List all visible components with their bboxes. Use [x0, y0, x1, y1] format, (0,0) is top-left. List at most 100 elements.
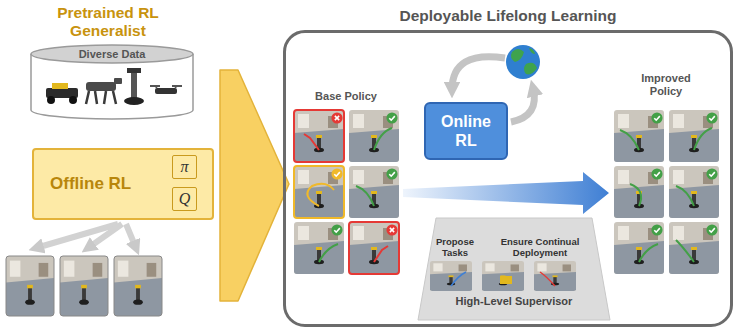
robot-photo [614, 166, 664, 218]
band-shape [418, 218, 610, 320]
loop-arrow [511, 88, 534, 122]
band-title: High-Level Supervisor [418, 295, 610, 308]
band-row: Propose Tasks Ensure Continual Deployment [418, 236, 610, 258]
robot-photo [614, 222, 664, 274]
quadruped-legs [86, 91, 116, 104]
robot-photo [534, 261, 576, 291]
success-mark [386, 112, 397, 123]
trajectory [676, 240, 694, 262]
transfer-arrow [220, 70, 289, 301]
label-holder: Base Policy [306, 90, 386, 103]
robot-photo [349, 222, 399, 274]
group-label: Base Policy [306, 90, 386, 103]
cylinder-top [31, 45, 193, 63]
supervisor-fill [418, 218, 610, 320]
robot-icons [46, 68, 182, 105]
partial-frame [294, 166, 344, 218]
q-function-box: Q [172, 187, 197, 211]
robot-photo [482, 261, 524, 291]
success-mark [706, 112, 717, 123]
column-heading: Propose Tasks [430, 236, 480, 258]
policy-box: π [172, 155, 197, 179]
trajectory [307, 184, 334, 206]
deploy-arrow [88, 224, 122, 248]
success-mark [651, 224, 662, 235]
loop-arrow [452, 57, 505, 90]
offline-rl-box: Offline RL πQ [32, 148, 214, 220]
globe [506, 45, 540, 79]
success-mark [331, 224, 342, 235]
robot-photo [349, 166, 399, 218]
trajectory [374, 246, 388, 262]
label-holder: Improved Policy [635, 72, 697, 98]
robot-photo [669, 166, 719, 218]
trajectory [304, 134, 319, 150]
robot-photo [430, 261, 472, 291]
wheel [47, 96, 55, 104]
robot-photo [669, 222, 719, 274]
deploy-arrows [36, 224, 136, 248]
improvement-arrow [403, 172, 609, 214]
robot-photo [614, 110, 664, 162]
trajectory [356, 186, 374, 206]
robot-photo [60, 256, 108, 316]
photo-frame [60, 256, 108, 316]
globe-land [511, 48, 537, 74]
trajectory [374, 128, 392, 150]
robot-photo [294, 166, 344, 218]
group-label: Improved Policy [635, 72, 697, 98]
success-mark [651, 168, 662, 179]
box-label: Offline RL [50, 174, 131, 194]
store-label: Diverse Data [79, 48, 146, 61]
data-store: Diverse Data [30, 44, 194, 120]
task-path [451, 272, 466, 286]
deploy-arrow [126, 224, 136, 248]
online-rl-box: Online RL [424, 102, 508, 160]
robot-photo [669, 110, 719, 162]
mobile-robot-head [127, 68, 141, 73]
quadruped-body [86, 82, 116, 91]
robot-photo [294, 222, 344, 274]
photo-frame [114, 256, 162, 316]
photo-gap [418, 258, 610, 295]
robot-photo [6, 256, 54, 316]
quadruped-head [114, 78, 122, 84]
supervisor-band: Propose Tasks Ensure Continual Deployment… [418, 218, 610, 320]
drone-arms [155, 86, 177, 88]
wheel [69, 96, 77, 104]
trajectory [694, 128, 712, 150]
box-label: Online RL [430, 112, 502, 150]
drone-rotors [150, 85, 182, 87]
panel-title: Deployable Lifelong Learning [286, 6, 730, 25]
trajectory [620, 130, 639, 150]
wheeled-robot-top [52, 83, 68, 89]
robot-photo [114, 256, 162, 316]
failure-mark [331, 112, 342, 123]
mobile-robot-mast [131, 70, 137, 98]
symbol-label: Q [179, 190, 191, 208]
column-heading: Ensure Continual Deployment [488, 236, 592, 258]
mobile-robot-base [124, 97, 144, 105]
reset-path [540, 272, 555, 286]
failure-mark [386, 224, 397, 235]
robot-photo [349, 110, 399, 162]
failure-frame [349, 222, 399, 274]
drone-body [155, 88, 177, 94]
label-holder: Pretrained RL Generalist [33, 4, 183, 40]
success-mark [706, 224, 717, 235]
trajectory [639, 244, 658, 262]
trajectory [676, 186, 694, 206]
partial-mark [331, 168, 342, 179]
photo-frame [6, 256, 54, 316]
obstacle [500, 276, 512, 284]
symbol-label: π [180, 158, 188, 176]
trajectory [319, 244, 338, 262]
trajectory [630, 184, 641, 206]
success-mark [706, 168, 717, 179]
failure-frame [294, 110, 344, 162]
success-mark [386, 168, 397, 179]
success-mark [651, 112, 662, 123]
column-heading: Pretrained RL Generalist [33, 4, 183, 40]
robot-photo [294, 110, 344, 162]
